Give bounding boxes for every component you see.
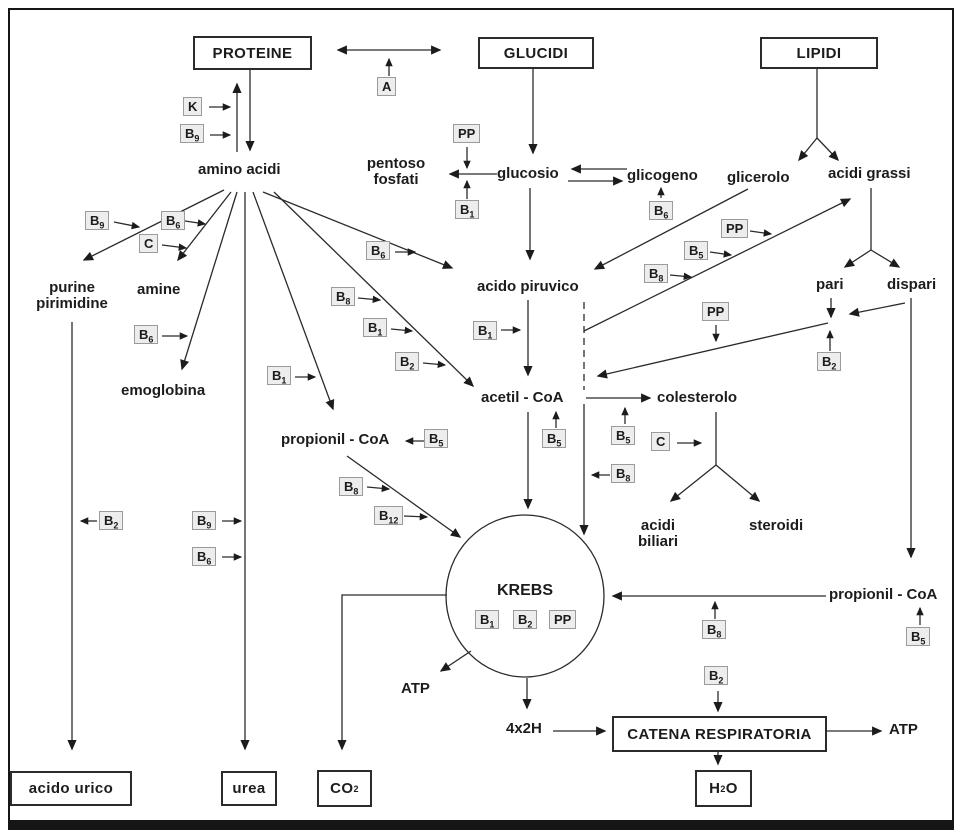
- krebs-label: KREBS: [497, 582, 554, 599]
- acetil-coa-label: acetil - CoA: [481, 389, 564, 406]
- vitamin-chip-b1-glicolisi: B1: [473, 321, 498, 340]
- vitamin-chip-b9-proteine: B9: [180, 124, 205, 143]
- vitamin-chip-b2-urico: B2: [99, 511, 124, 530]
- vitamin-chip-b8-acetil: B8: [331, 287, 356, 306]
- atp-right-label: ATP: [889, 721, 918, 738]
- vitamin-chip-b8-lipogenesi: B8: [644, 264, 669, 283]
- dispari-label: dispari: [887, 276, 937, 293]
- vitamin-chip-b2-krebs: B2: [513, 610, 538, 629]
- glucidi-box: GLUCIDI: [478, 37, 594, 69]
- vitamin-chip-b2-acetil: B2: [395, 352, 420, 371]
- vitamin-chip-b5-colesterolo: B5: [611, 426, 636, 445]
- propionil-coa-right-label: propionil - CoA: [829, 586, 938, 603]
- acido-urico-box: acido urico: [10, 771, 132, 806]
- amine-label: amine: [137, 281, 181, 298]
- propionil-coa-left-label: propionil - CoA: [281, 431, 390, 448]
- vitamin-chip-pp-pentoso: PP: [453, 124, 481, 143]
- vitamin-chip-b9-purine: B9: [85, 211, 110, 230]
- vitamin-chip-b5-propright: B5: [906, 627, 931, 646]
- vitamin-chip-a-glucidi: A: [377, 77, 397, 96]
- vitamin-chip-c-colesterolo: C: [651, 432, 671, 451]
- acidi-grassi-label: acidi grassi: [828, 165, 911, 182]
- vitamin-chip-b8-acetil-krebs: B8: [611, 464, 636, 483]
- amino-acidi-label: amino acidi: [198, 161, 281, 178]
- urea-box: urea: [221, 771, 277, 806]
- pari-label: pari: [816, 276, 844, 293]
- colesterolo-label: colesterolo: [657, 389, 738, 406]
- vitamin-chip-k-proteine: K: [183, 97, 203, 116]
- glucosio-label: glucosio: [497, 165, 559, 182]
- vitamin-chip-b6-piruvico: B6: [366, 241, 391, 260]
- atp-left-label: ATP: [401, 680, 430, 697]
- vitamin-chip-pp-lipogenesi: PP: [721, 219, 749, 238]
- glicogeno-label: glicogeno: [627, 167, 698, 184]
- vitamin-chip-b1-krebs: B1: [475, 610, 500, 629]
- lipidi-box: LIPIDI: [760, 37, 878, 69]
- emoglobina-label: emoglobina: [121, 382, 206, 399]
- vitamin-chip-b6-urea: B6: [192, 547, 217, 566]
- vitamin-chip-b6-emoglobina: B6: [134, 325, 159, 344]
- vitamin-chip-b6-glicogeno: B6: [649, 201, 674, 220]
- catena-respiratoria-box: CATENA RESPIRATORIA: [612, 716, 827, 752]
- glicerolo-label: glicerolo: [727, 169, 790, 186]
- vitamin-chip-b9-urea: B9: [192, 511, 217, 530]
- vitamin-chip-b8-propleft: B8: [339, 477, 364, 496]
- vitamin-chip-b1-acetil: B1: [363, 318, 388, 337]
- vitamin-chip-b5-lipogenesi: B5: [684, 241, 709, 260]
- four-x-2h-label: 4x2H: [506, 720, 542, 737]
- vitamin-chip-b2-betaox: B2: [817, 352, 842, 371]
- proteine-box: PROTEINE: [193, 36, 312, 70]
- vitamin-chip-b8-propright: B8: [702, 620, 727, 639]
- vitamin-chip-pp-krebs: PP: [549, 610, 577, 629]
- steroidi-label: steroidi: [749, 517, 804, 534]
- acido-piruvico-label: acido piruvico: [477, 278, 579, 295]
- vitamin-chip-b1-propionil: B1: [267, 366, 292, 385]
- vitamin-chip-b12-propleft: B12: [374, 506, 404, 525]
- vitamin-chip-b2-catena: B2: [704, 666, 729, 685]
- vitamin-chip-c-amine: C: [139, 234, 159, 253]
- vitamin-chip-b5-propleft: B5: [424, 429, 449, 448]
- vitamin-chip-pp-betaox: PP: [702, 302, 730, 321]
- vitamin-chip-b6-amine: B6: [161, 211, 186, 230]
- vitamin-chip-b1-pentoso: B1: [455, 200, 480, 219]
- vitamin-chip-b5-acetil: B5: [542, 429, 567, 448]
